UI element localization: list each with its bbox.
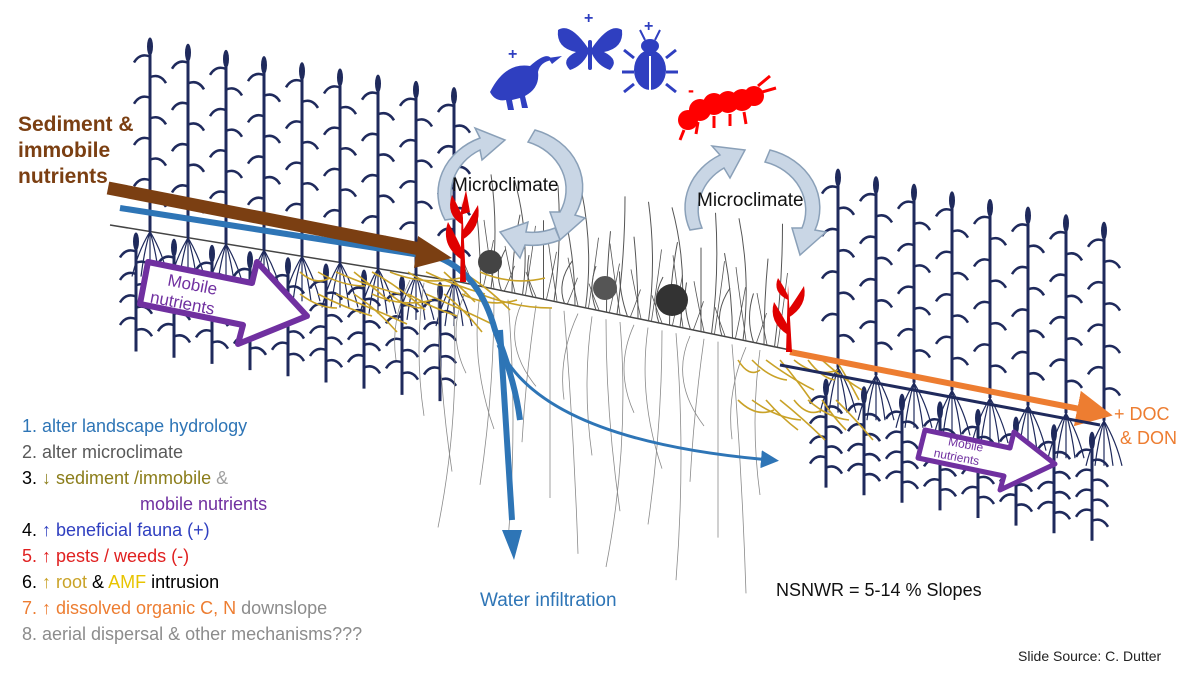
legend-item-7-part-2: ↑ root (42, 572, 87, 592)
legend-item-1-part-1: 1. alter landscape hydrology (22, 416, 247, 436)
legend-item-4: mobile nutrients (22, 491, 362, 517)
weed-icon-right (773, 278, 805, 352)
legend-item-4-part-1: mobile nutrients (140, 494, 267, 514)
root-intrusion-left (300, 272, 552, 332)
microclimate-label-right: Microclimate (697, 190, 804, 212)
legend-item-7-part-5: intrusion (146, 572, 219, 592)
legend-item-6-part-2: ↑ pests / weeds (-) (42, 546, 189, 566)
water-infiltration-label: Water infiltration (480, 590, 617, 612)
doc-label-line2: & DON (1114, 426, 1177, 450)
bird-plus-sign: + (508, 46, 517, 64)
doc-don-label: + DOC & DON (1114, 402, 1177, 450)
legend-item-7-part-4: AMF (108, 572, 146, 592)
microclimate-label-left: Microclimate (452, 175, 559, 197)
butterfly-plus-sign: + (584, 10, 593, 28)
legend-item-8-part-3: downslope (236, 598, 327, 618)
slide-source: Slide Source: C. Dutter (1018, 648, 1161, 664)
weed-icon (446, 190, 479, 282)
legend-item-7-part-1: 6. (22, 572, 42, 592)
legend-item-3-part-3: & (211, 468, 228, 488)
legend-item-9: 8. aerial dispersal & other mechanisms??… (22, 621, 362, 647)
mechanism-legend: 1. alter landscape hydrology 2. alter mic… (22, 413, 362, 647)
slopes-label: NSNWR = 5-14 % Slopes (776, 580, 982, 601)
legend-item-5-part-2: ↑ beneficial fauna (+) (42, 520, 210, 540)
legend-item-3-part-2: ↓ sediment /immobile (42, 468, 211, 488)
legend-item-8-part-2: N (223, 598, 236, 618)
legend-item-6-part-1: 5. (22, 546, 42, 566)
dissolved-organic-arrow (790, 352, 1095, 412)
right-crop-field (810, 169, 1122, 541)
caterpillar-minus-sign: - (688, 80, 694, 101)
legend-item-9-part-1: 8. aerial dispersal & other mechanisms??… (22, 624, 362, 644)
bird-icon (490, 56, 562, 110)
legend-item-5: 4. ↑ beneficial fauna (+) (22, 517, 362, 543)
beetle-icon (622, 30, 678, 92)
legend-item-5-part-1: 4. (22, 520, 42, 540)
sediment-label-line3: nutrients (18, 164, 134, 190)
legend-item-2-part-1: 2. alter microclimate (22, 442, 183, 462)
legend-item-2: 2. alter microclimate (22, 439, 362, 465)
legend-item-1: 1. alter landscape hydrology (22, 413, 362, 439)
sediment-label: Sediment & immobile nutrients (18, 112, 134, 190)
legend-item-8-part-1: 7. ↑ dissolved organic C, (22, 598, 223, 618)
infiltration-arrowhead (502, 530, 522, 560)
subsurface-flow-arrow (498, 345, 770, 460)
sediment-label-line2: immobile (18, 138, 134, 164)
legend-item-3: 3. ↓ sediment /immobile & (22, 465, 362, 491)
beetle-plus-sign: + (644, 18, 653, 36)
legend-item-7: 6. ↑ root & AMF intrusion (22, 569, 362, 595)
legend-item-7-part-3: & (87, 572, 108, 592)
legend-item-6: 5. ↑ pests / weeds (-) (22, 543, 362, 569)
sediment-label-line1: Sediment & (18, 112, 134, 138)
doc-label-line1: + DOC (1114, 402, 1177, 426)
legend-item-3-part-1: 3. (22, 468, 42, 488)
prairie-roots (395, 280, 760, 593)
legend-item-8: 7. ↑ dissolved organic C, N downslope (22, 595, 362, 621)
butterfly-icon (558, 28, 622, 70)
